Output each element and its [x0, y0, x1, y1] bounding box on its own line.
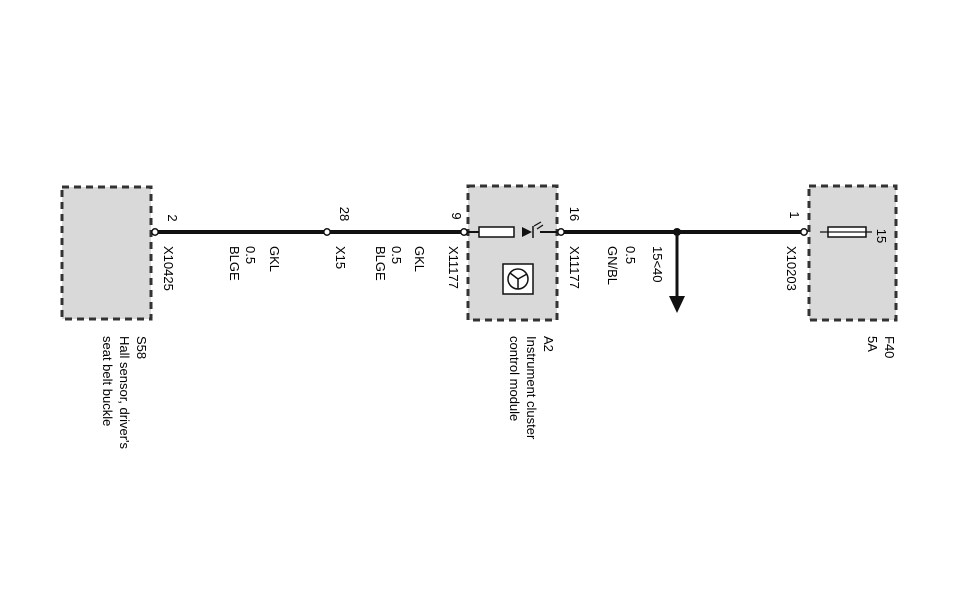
- f40-id-label: F40: [882, 336, 897, 358]
- wire-color-1: BLGE: [227, 246, 242, 281]
- connector-label-x15: X15: [333, 246, 348, 269]
- fuse-icon: [820, 226, 872, 238]
- pin-number-16: 16: [567, 207, 582, 221]
- s58-name-line2: seat belt buckle: [100, 336, 115, 426]
- wire-code-gkl-2: GKL: [412, 246, 427, 272]
- connector-label-x11177-pin9: X11177: [446, 246, 461, 289]
- s58-name-line1: Hall sensor, driver's: [117, 336, 132, 450]
- wire-size-1: 0.5: [243, 246, 258, 264]
- connector-label-x10425: X10425: [161, 246, 176, 291]
- wire-color-3: GN/BL: [605, 246, 620, 285]
- a2-name-line1: Instrument cluster: [524, 336, 539, 440]
- fuse-pin-number-15: 15: [874, 229, 889, 243]
- wire-color-2: BLGE: [373, 246, 388, 281]
- connector-x11177-pin16: [557, 228, 565, 236]
- s58-id-label: S58: [134, 336, 149, 359]
- connector-label-x10203: X10203: [784, 246, 799, 291]
- wire-size-2: 0.5: [389, 246, 404, 264]
- pin-number-9: 9: [449, 212, 464, 219]
- a2-component-box: [466, 184, 559, 322]
- a2-id-label: A2: [541, 336, 556, 352]
- connector-label-x11177-pin16: X11177: [567, 246, 582, 289]
- connector-x11177-pin9: [460, 228, 468, 236]
- pin-number-2: 2: [165, 214, 180, 221]
- led-symbol-icon: [478, 221, 544, 238]
- pin-number-1: 1: [787, 211, 802, 218]
- connector-x10203-pin: [800, 228, 808, 236]
- gauge-symbol-icon: [502, 263, 534, 295]
- pin-number-28: 28: [337, 207, 352, 221]
- branch-label: 15<40: [650, 246, 665, 283]
- a2-name-line2: control module: [507, 336, 522, 421]
- s58-component-box: [60, 185, 153, 321]
- arrow-down-icon: [669, 296, 685, 313]
- f40-component-box: [807, 184, 898, 322]
- f40-rating-label: 5A: [865, 336, 880, 352]
- wire-size-3: 0.5: [623, 246, 638, 264]
- connector-x15-pin: [323, 228, 331, 236]
- connector-x10425-pin: [151, 228, 159, 236]
- wire-code-gkl-1: GKL: [267, 246, 282, 272]
